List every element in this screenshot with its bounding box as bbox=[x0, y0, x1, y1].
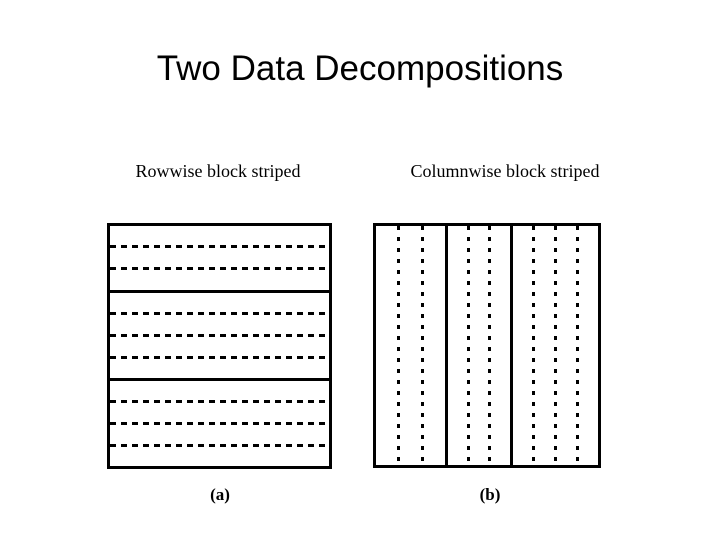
dashed-row-line bbox=[110, 444, 329, 448]
dashed-row-line bbox=[110, 267, 329, 271]
dashed-column-line bbox=[531, 226, 535, 465]
row-block-2 bbox=[110, 289, 329, 379]
column-block-2 bbox=[445, 226, 510, 465]
row-block-3 bbox=[110, 378, 329, 466]
diagram-columnwise-block-striped bbox=[373, 223, 601, 468]
dashed-row-line bbox=[110, 334, 329, 338]
panel-caption-b: (b) bbox=[479, 485, 501, 504]
page-title: Two Data Decompositions bbox=[156, 49, 564, 88]
column-block-1 bbox=[376, 226, 445, 465]
dashed-column-line bbox=[575, 226, 579, 465]
panel-caption-a: (a) bbox=[210, 485, 230, 504]
dashed-row-line bbox=[110, 245, 329, 249]
dashed-row-line bbox=[110, 311, 329, 315]
panel-heading-columnwise: Columnwise block striped bbox=[410, 161, 600, 181]
dashed-column-line bbox=[466, 226, 470, 465]
dashed-row-line bbox=[110, 422, 329, 426]
column-block-3 bbox=[509, 226, 598, 465]
dashed-column-line bbox=[421, 226, 425, 465]
panel-heading-rowwise: Rowwise block striped bbox=[135, 161, 301, 181]
dashed-row-line bbox=[110, 400, 329, 404]
dashed-row-line bbox=[110, 356, 329, 360]
diagram-rowwise-block-striped bbox=[107, 223, 332, 469]
dashed-column-line bbox=[553, 226, 557, 465]
row-block-1 bbox=[110, 226, 329, 290]
dashed-column-line bbox=[488, 226, 492, 465]
dashed-column-line bbox=[397, 226, 401, 465]
